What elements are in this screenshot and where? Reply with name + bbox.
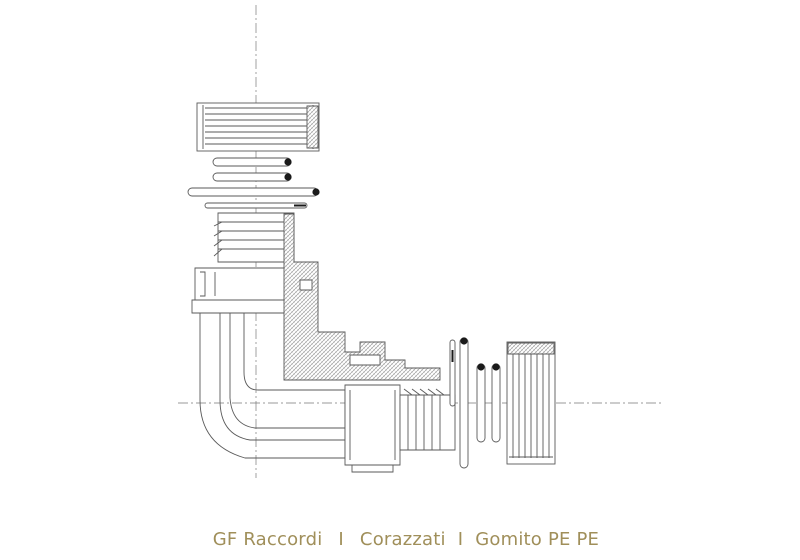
top-clamping-nut — [196, 102, 320, 152]
right-o-ring-1 — [459, 337, 469, 469]
right-split-ring — [449, 339, 456, 407]
right-o-ring-2 — [476, 363, 486, 443]
right-o-ring-3 — [491, 363, 501, 443]
elbow-cross-section — [283, 213, 441, 381]
top-o-ring-1 — [212, 157, 292, 167]
product-caption: GF Raccordi I Corazzati I Gomito PE PE — [0, 508, 800, 550]
caption-separator-2: I — [457, 529, 464, 550]
top-o-ring-3 — [187, 187, 320, 197]
caption-separator-1: I — [338, 529, 344, 550]
caption-category: Corazzati — [359, 529, 446, 550]
right-clamping-nut — [506, 341, 556, 465]
top-o-ring-2 — [212, 172, 292, 182]
top-split-ring — [204, 202, 308, 209]
caption-product: Gomito PE PE — [475, 529, 600, 550]
caption-brand: GF Raccordi — [212, 529, 323, 550]
